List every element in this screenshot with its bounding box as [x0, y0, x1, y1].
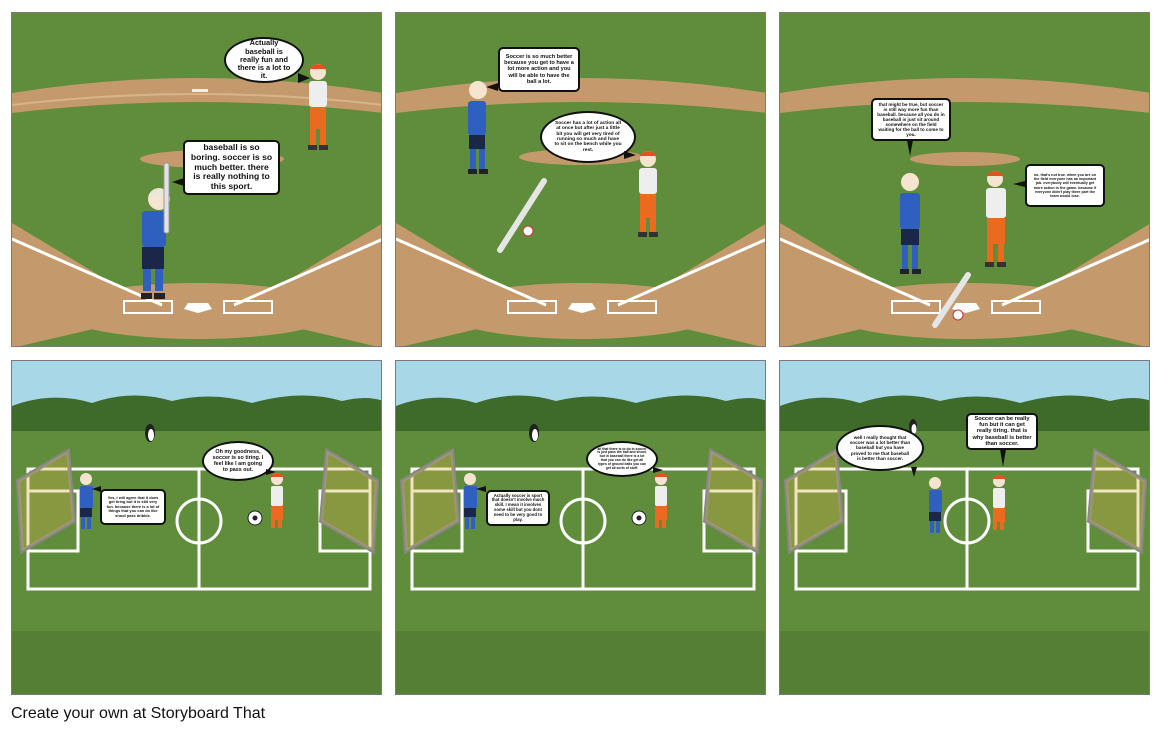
speech-bubble-tail	[624, 151, 636, 159]
speech-bubble-tail	[907, 140, 913, 156]
speech-bubble-tail	[653, 467, 663, 473]
orange-soccer-player	[992, 475, 1006, 530]
speech-bubble-tail	[1013, 181, 1025, 187]
soccer-ball	[631, 510, 647, 526]
speech-bubble-blue-player: well I really thought that soccer was a …	[836, 425, 924, 471]
orange-baseball-player	[638, 151, 658, 237]
speech-bubble-orange-player: Soccer has a lot of action all at once b…	[540, 111, 636, 163]
left-soccer-goal	[783, 447, 845, 555]
speech-bubble-tail	[172, 178, 184, 186]
speech-bubble-orange-player: Actually baseball is really fun and ther…	[224, 37, 304, 83]
orange-soccer-player	[270, 473, 284, 528]
speech-bubble-blue-player: Yes, I will agree that it does get tirin…	[100, 489, 166, 525]
speech-bubble-blue-player: Soccer is so much better because you get…	[498, 47, 580, 92]
speech-bubble-orange-player: Soccer can be really fun but it can get …	[966, 413, 1038, 450]
blue-soccer-player	[80, 473, 93, 529]
comic-panel-1: Actually baseball is really fun and ther…	[11, 12, 382, 347]
right-soccer-goal	[702, 447, 764, 555]
right-soccer-goal	[318, 447, 380, 555]
blue-player-with-bat	[141, 162, 170, 299]
speech-bubble-blue-player: that might be true, but soccer is still …	[871, 98, 951, 141]
speech-bubble-orange-player: no, that's not true. when you are on the…	[1025, 164, 1105, 207]
blue-soccer-player	[900, 173, 921, 274]
soccer-ball	[247, 510, 263, 526]
speech-bubble-blue-player: baseball is so boring. soccer is so much…	[183, 140, 280, 195]
speech-bubble-blue-player: Actually soccer is sport that doesn't in…	[486, 490, 550, 526]
baseball-field-scene	[12, 13, 381, 346]
soccer-field-scene	[396, 361, 765, 694]
orange-soccer-player	[654, 473, 668, 528]
baseball-field-scene	[396, 13, 765, 346]
blue-soccer-player	[929, 477, 942, 533]
left-soccer-goal	[15, 447, 77, 555]
comic-panel-2: Soccer is so much better because you get…	[395, 12, 766, 347]
soccer-field-scene	[780, 361, 1149, 694]
comic-panel-3: that might be true, but soccer is still …	[779, 12, 1150, 347]
comic-panel-5: Actually soccer is sport that doesn't in…	[395, 360, 766, 695]
speech-bubble-orange-player: all that there is to do in soccer is jus…	[586, 441, 658, 477]
left-soccer-goal	[399, 447, 461, 555]
penguin-figure	[529, 424, 539, 442]
speech-bubble-tail	[476, 486, 486, 492]
speech-bubble-tail	[298, 73, 310, 83]
soccer-field-scene	[12, 361, 381, 694]
speech-bubble-tail	[92, 486, 101, 492]
orange-baseball-player	[308, 64, 328, 150]
speech-bubble-tail	[1000, 449, 1006, 467]
right-soccer-goal	[1086, 447, 1148, 555]
storyboard-that-credit[interactable]: Create your own at Storyboard That	[11, 705, 266, 722]
blue-soccer-player	[464, 473, 477, 529]
orange-baseball-player	[985, 171, 1006, 267]
penguin-figure	[145, 424, 155, 442]
blue-soccer-player	[468, 81, 488, 174]
comic-panel-4: Oh my goodness, soccer is so tiring. I f…	[11, 360, 382, 695]
speech-bubble-tail	[486, 83, 498, 91]
speech-bubble-tail	[911, 467, 917, 477]
speech-bubble-tail	[266, 469, 276, 475]
speech-bubble-orange-player: Oh my goodness, soccer is so tiring. I f…	[202, 441, 274, 481]
comic-panel-6: well I really thought that soccer was a …	[779, 360, 1150, 695]
